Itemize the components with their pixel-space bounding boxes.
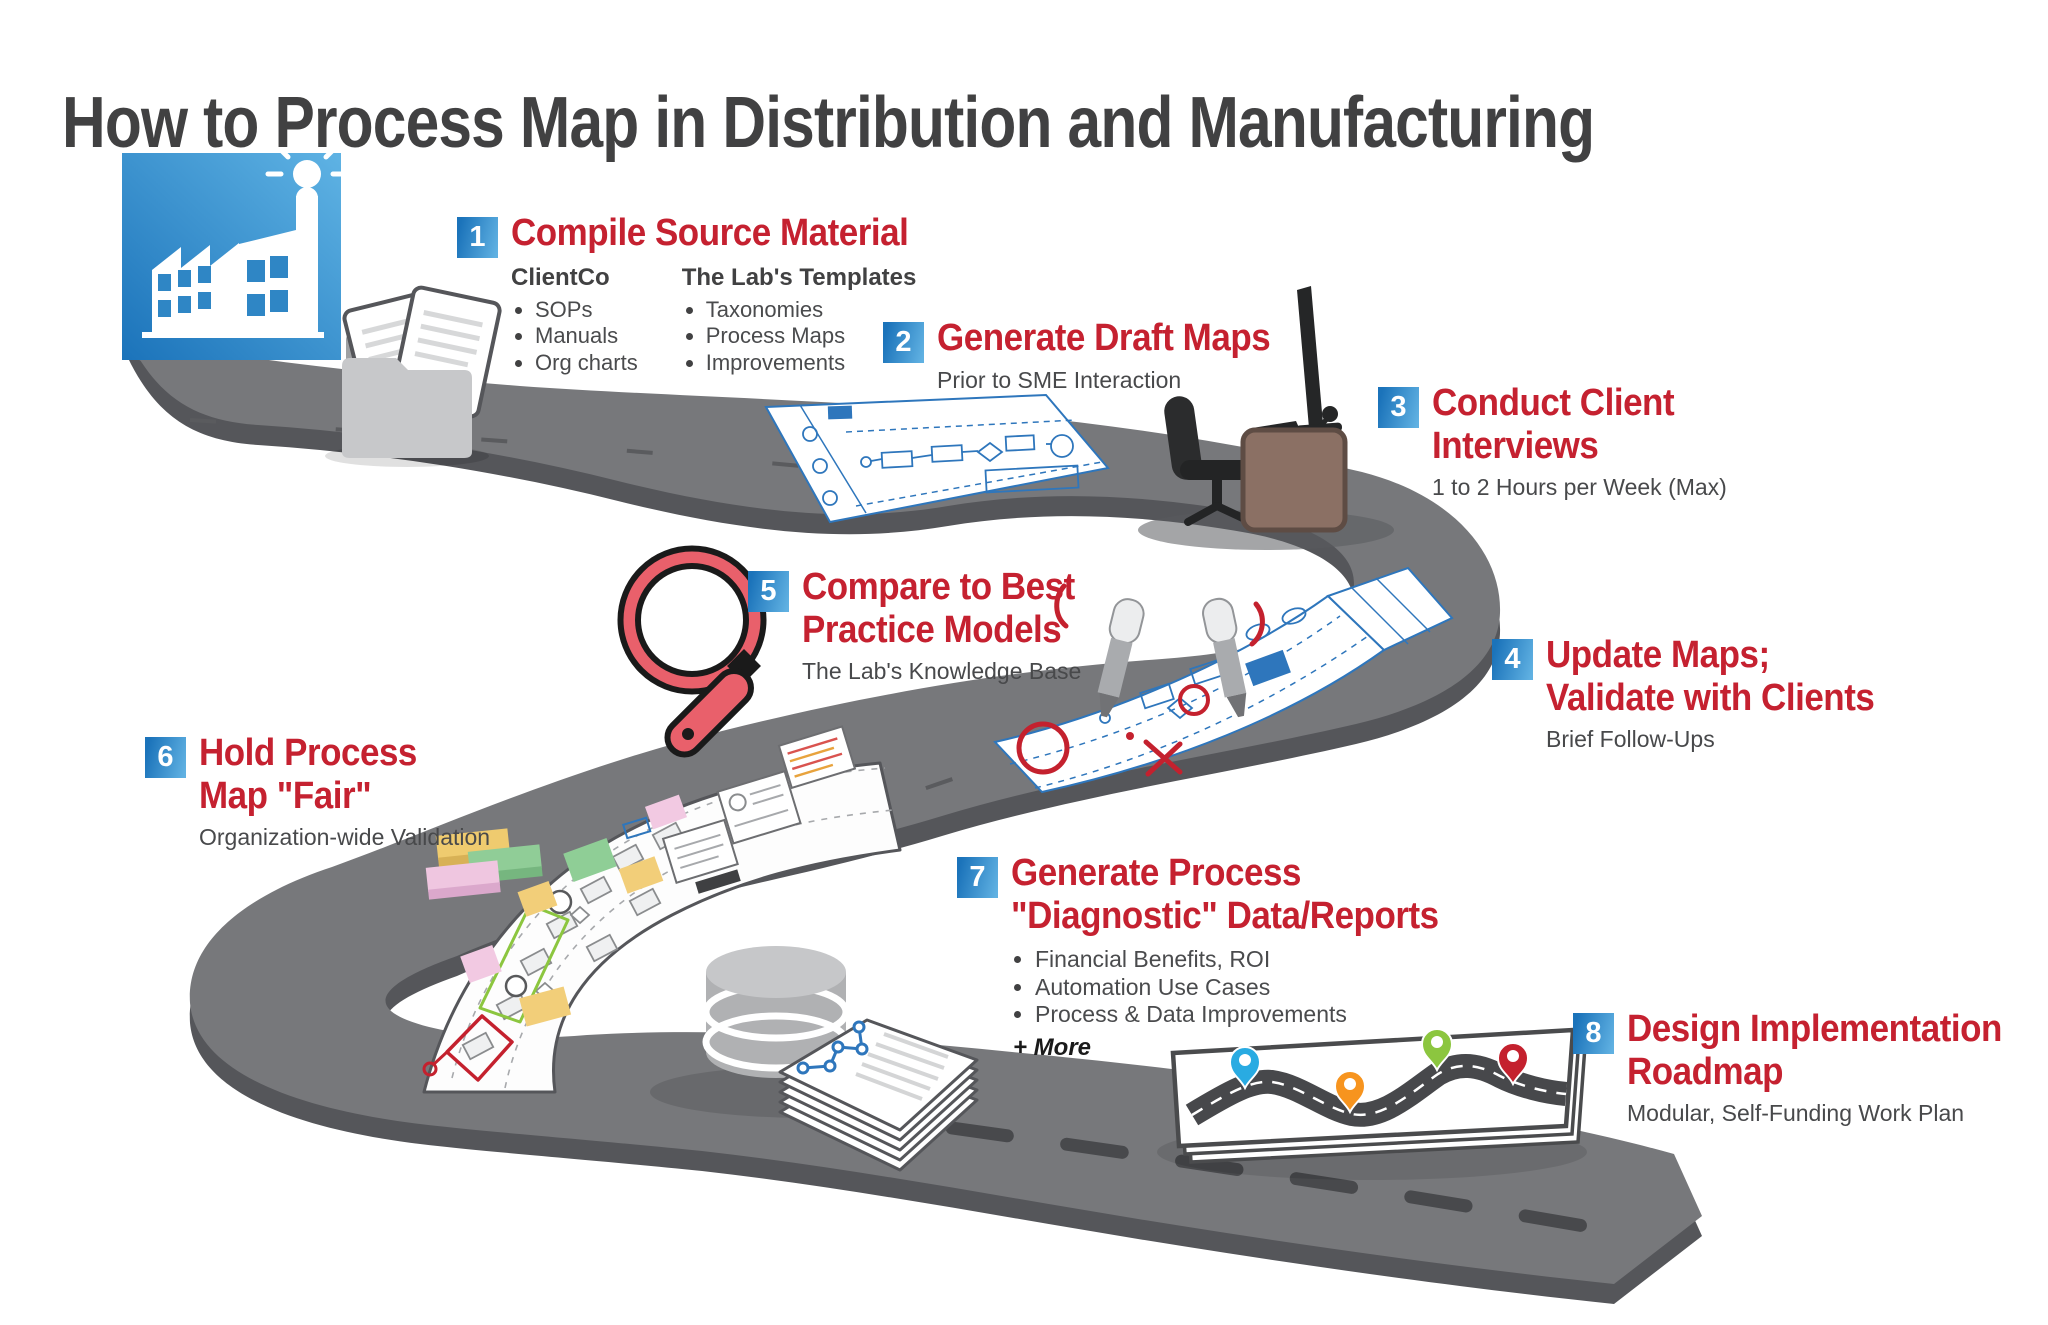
step-7-more-label: + More (1013, 1033, 1092, 1061)
step-7-number-badge: 7 (957, 857, 998, 898)
process-map-banner-icon (422, 725, 902, 1094)
step-8-subtitle: Modular, Self-Funding Work Plan (1627, 1100, 1965, 1127)
step-5-number-badge: 5 (748, 571, 789, 612)
step-8-number-badge: 8 (1573, 1013, 1614, 1054)
location-pin-icon (1496, 1042, 1530, 1087)
step-5: 5 Compare to Best Practice Models The La… (748, 566, 1099, 685)
list-item: Manuals (535, 323, 638, 350)
step-1-title: Compile Source Material (511, 212, 909, 254)
list-item: Org charts (535, 350, 638, 377)
step-3: 3 Conduct Client Interviews 1 to 2 Hours… (1378, 382, 1727, 501)
marker-pen-icon (1202, 597, 1247, 718)
step-7-bullets: Financial Benefits, ROI Automation Use C… (1011, 946, 1476, 1029)
step-8: 8 Design Implementation Roadmap Modular,… (1573, 1008, 2035, 1127)
step-4-number-badge: 4 (1492, 639, 1533, 680)
clientco-column: ClientCo SOPs Manuals Org charts (511, 264, 638, 377)
marker-pen-icon (1097, 598, 1145, 718)
list-item: Taxonomies (706, 297, 917, 324)
step-3-subtitle: 1 to 2 Hours per Week (Max) (1432, 474, 1727, 501)
step-3-number-badge: 3 (1378, 387, 1419, 428)
step-6-number-badge: 6 (145, 737, 186, 778)
list-item: Process Maps (706, 323, 917, 350)
location-pin-icon (1228, 1046, 1262, 1091)
factory-lightbulb-icon (122, 135, 349, 360)
list-item: Process & Data Improvements (1035, 1001, 1476, 1029)
report-stack-icon (778, 1018, 979, 1172)
location-pin-icon (1420, 1028, 1454, 1073)
lab-templates-column: The Lab's Templates Taxonomies Process M… (682, 264, 917, 377)
step-1: 1 Compile Source Material ClientCo SOPs … (457, 212, 943, 377)
magnifying-glass-icon (617, 545, 767, 758)
step-1-number-badge: 1 (457, 217, 498, 258)
location-pin-icon (1333, 1070, 1367, 1115)
lab-templates-header: The Lab's Templates (681, 263, 917, 291)
step-1-columns: ClientCo SOPs Manuals Org charts The Lab… (511, 264, 943, 377)
clientco-list: SOPs Manuals Org charts (511, 297, 638, 377)
lab-templates-list: Taxonomies Process Maps Improvements (682, 297, 917, 377)
step-7-title: Generate Process "Diagnostic" Data/Repor… (1011, 852, 1439, 937)
page-title: How to Process Map in Distribution and M… (62, 83, 1595, 164)
step-7: 7 Generate Process "Diagnostic" Data/Rep… (957, 852, 1476, 1062)
list-item: SOPs (535, 297, 638, 324)
step-4: 4 Update Maps; Validate with Clients Bri… (1492, 634, 1903, 753)
step-2-number-badge: 2 (883, 322, 924, 363)
step-6-subtitle: Organization-wide Validation (199, 824, 491, 851)
sticky-notes-icon (425, 828, 543, 900)
annotated-map-icon (993, 566, 1454, 794)
desk-interview-icon (1164, 286, 1348, 533)
step-8-title: Design Implementation Roadmap (1627, 1008, 2002, 1093)
list-item: Financial Benefits, ROI (1035, 946, 1476, 974)
step-2-title: Generate Draft Maps (937, 317, 1271, 359)
step-5-title: Compare to Best Practice Models (802, 566, 1075, 651)
list-item: Improvements (706, 350, 917, 377)
step-3-title: Conduct Client Interviews (1432, 382, 1675, 467)
step-2-subtitle: Prior to SME Interaction (937, 366, 1182, 393)
step-6-title: Hold Process Map "Fair" (199, 732, 417, 817)
list-item: Automation Use Cases (1035, 974, 1476, 1002)
clientco-header: ClientCo (511, 263, 610, 291)
step-6: 6 Hold Process Map "Fair" Organization-w… (145, 732, 491, 851)
roadmap-pins-icon (1170, 1027, 1587, 1164)
step-4-title: Update Maps; Validate with Clients (1546, 634, 1875, 719)
folder-documents-icon (342, 285, 502, 458)
step-5-subtitle: The Lab's Knowledge Base (802, 658, 1082, 685)
step-4-subtitle: Brief Follow-Ups (1546, 726, 1715, 753)
line-chart-icon (796, 1020, 869, 1075)
draft-process-map-icon (764, 393, 1110, 524)
step-2: 2 Generate Draft Maps Prior to SME Inter… (883, 317, 1299, 394)
